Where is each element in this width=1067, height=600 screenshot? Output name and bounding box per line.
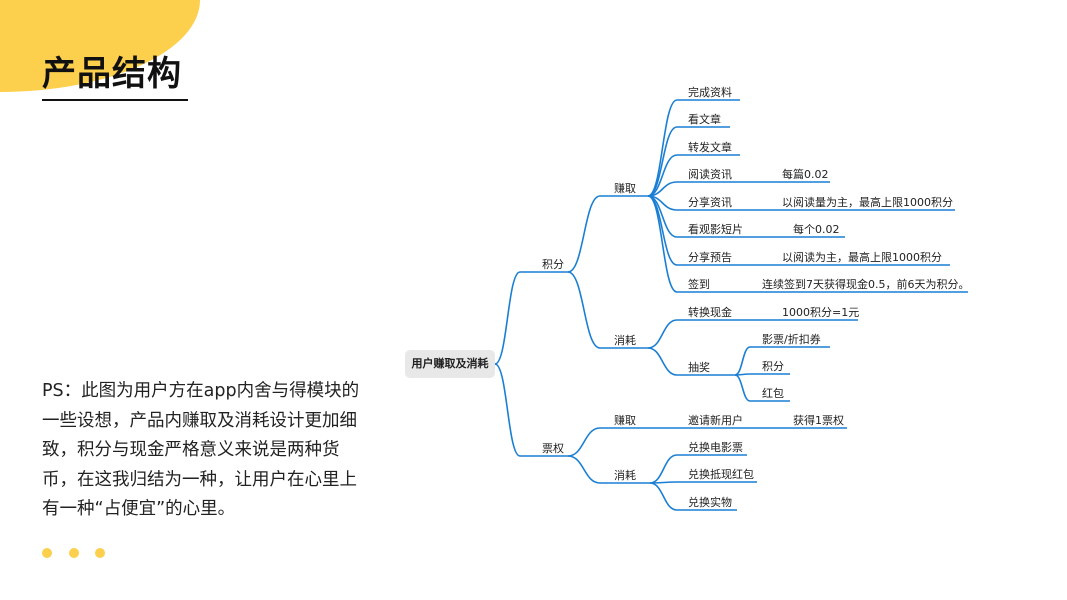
mindmap-link [647,195,678,293]
ps-note: PS：此图为用户方在app内舍与得模块的一些设想，产品内赚取及消耗设计更加细致，… [42,381,360,519]
node-tickets-spend: 消耗 [614,469,636,482]
ticket-spend-item: 兑换电影票 [688,441,743,454]
node-tickets: 票权 [542,442,564,455]
earn-item: 转发文章 [688,141,732,154]
earn-item: 分享预告 [688,251,732,264]
mindmap-link [649,482,678,511]
mindmap-link [734,374,751,402]
node-tickets-earn: 赚取 [614,414,636,427]
mindmap-link [649,454,678,484]
earn-item: 完成资料 [688,86,732,99]
mindmap-link [734,346,751,376]
ticket-spend-item: 兑换实物 [688,496,732,509]
earn-item-note: 连续签到7天获得现金0.5，前6天为积分。 [762,278,970,291]
decorative-dot [69,548,79,558]
earn-item: 看观影短片 [688,223,743,236]
mindmap-link [567,427,601,457]
mindmap-link [647,154,678,197]
decorative-dot [95,548,105,558]
decorative-dot [42,548,52,558]
mindmap-link [567,271,601,349]
node-invite: 邀请新用户 [688,414,743,427]
earn-item: 分享资讯 [688,196,732,209]
title-underline [42,99,188,101]
mindmap-link [494,271,521,365]
node-invite-note: 获得1票权 [793,414,844,427]
node-points: 积分 [542,258,564,271]
node-cash-note: 1000积分=1元 [782,306,860,319]
earn-item-note: 每个0.02 [793,223,840,236]
lottery-item: 积分 [762,360,784,373]
page-title: 产品结构 [42,54,182,94]
mindmap-link [647,195,678,266]
earn-item: 签到 [688,278,710,291]
mindmap-link [647,319,678,349]
lottery-item: 影票/折扣券 [762,333,821,346]
mindmap-link [494,363,521,457]
mindmap-link [647,126,678,197]
earn-item-note: 每篇0.02 [782,168,829,181]
mindmap-root: 用户赚取及消耗 [405,350,495,378]
ticket-spend-item: 兑换抵现红包 [688,468,754,481]
node-cash: 转换现金 [688,306,732,319]
node-lottery: 抽奖 [688,361,710,374]
mindmap-link [647,347,678,376]
earn-item-note: 以阅读为主，最高上限1000积分 [782,251,942,264]
mindmap-links [494,99,968,511]
earn-item: 阅读资讯 [688,168,732,181]
mindmap-link [647,99,678,197]
mindmap-link [567,455,601,484]
earn-item: 看文章 [688,113,721,126]
node-points-spend: 消耗 [614,334,636,347]
node-points-earn: 赚取 [614,182,636,195]
lottery-item: 红包 [762,387,784,400]
earn-item-note: 以阅读量为主，最高上限1000积分 [782,196,953,209]
mindmap-link [567,195,601,273]
